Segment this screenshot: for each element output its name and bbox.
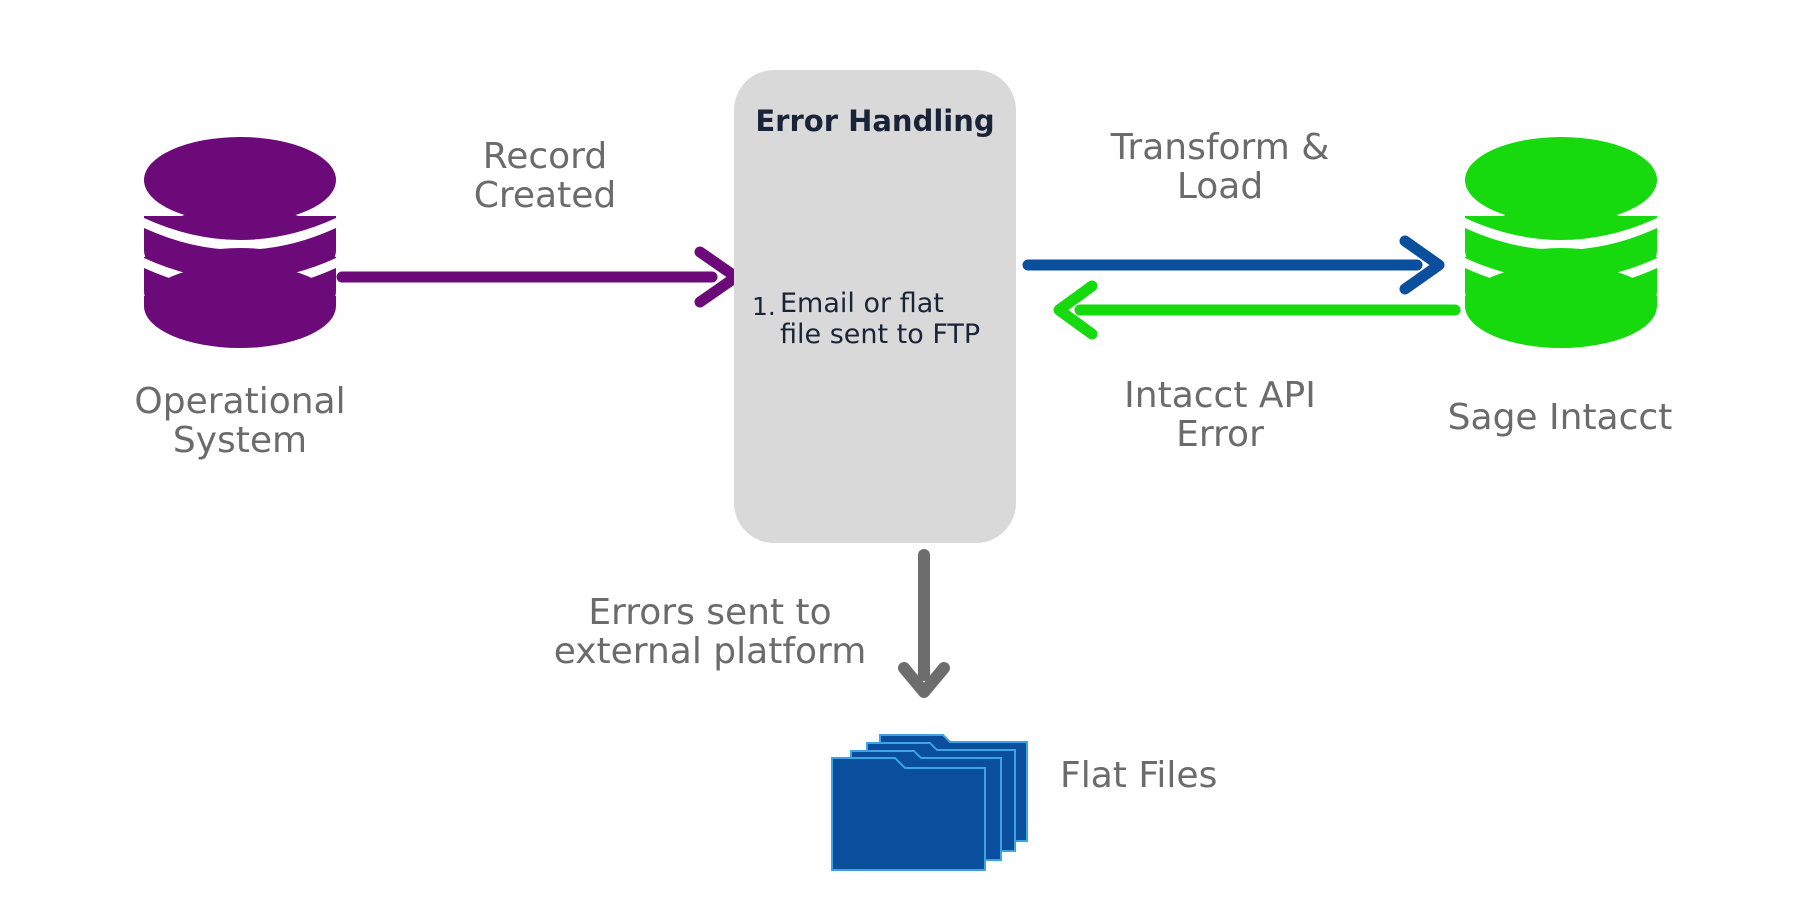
transform-load-label: Transform & Load (1110, 127, 1330, 207)
flat-files-folder-icon (831, 734, 1028, 871)
record-created-label: Record Created (473, 136, 617, 216)
api-error-arrow (1053, 280, 1461, 340)
flat-files-label: Flat Files (1060, 755, 1218, 796)
sage-intacct-label: Sage Intacct (1447, 397, 1673, 438)
error-handling-box: Error Handling 1. Email or flat file sen… (734, 70, 1016, 543)
record-created-arrow (336, 246, 742, 308)
error-handling-title: Error Handling (755, 104, 995, 138)
sage-intacct-database-icon (1465, 137, 1657, 348)
error-handling-item: 1. Email or flat file sent to FTP (752, 288, 1002, 350)
operational-system-label: Operational System (134, 381, 346, 461)
errors-external-label: Errors sent to external platform (553, 592, 867, 672)
transform-load-arrow (1022, 235, 1445, 295)
error-handling-item-number: 1. (752, 292, 776, 321)
api-error-label: Intacct API Error (1124, 375, 1316, 455)
error-handling-item-text: Email or flat file sent to FTP (780, 288, 981, 350)
errors-external-arrow (898, 549, 950, 698)
operational-system-database-icon (144, 137, 336, 348)
